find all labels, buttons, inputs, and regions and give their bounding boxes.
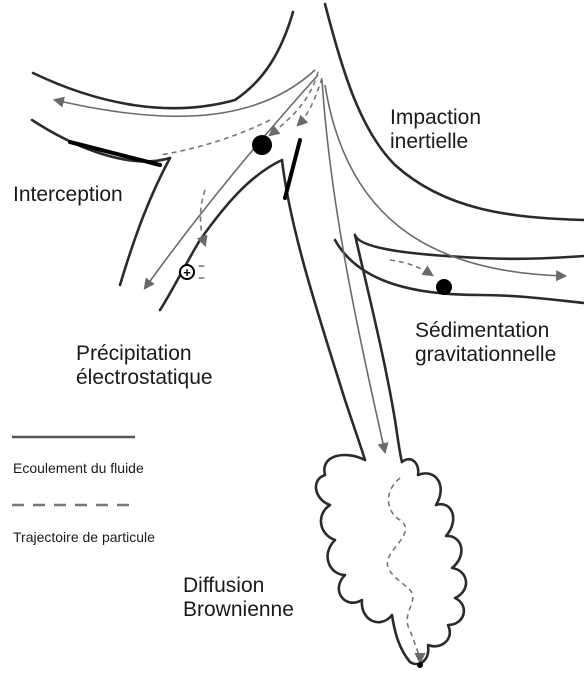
wall-upper-left	[33, 12, 293, 108]
legend-fluid-flow: Ecoulement du fluide	[13, 460, 144, 476]
precipitation-label: Précipitation électrostatique	[76, 342, 213, 390]
trajectory-brownian	[387, 478, 420, 662]
impaction-deposit-line	[285, 140, 300, 198]
impaction-line-2: inertielle	[390, 130, 481, 154]
interception-deposit-line	[70, 142, 160, 165]
diffusion-label: Diffusion Brownienne	[183, 574, 294, 622]
legend-particle-path: Trajectoire de particule	[13, 529, 155, 545]
precipitation-line-1: Précipitation	[76, 342, 213, 366]
precipitation-line-2: électrostatique	[76, 366, 213, 390]
particle-dot	[252, 135, 272, 155]
sedimentation-label: Sédimentation gravitationnelle	[415, 319, 556, 367]
wall-right-bronchus-top	[355, 235, 584, 259]
sedimentation-particle-dot	[436, 279, 452, 295]
flow-to-left-lower	[145, 75, 318, 288]
flow-trachea	[322, 80, 385, 452]
alveolus-outline	[316, 455, 466, 664]
diffusion-line-2: Brownienne	[183, 598, 294, 622]
interception-label: Interception	[13, 183, 123, 207]
charge-minus-2: −	[198, 271, 205, 285]
diffusion-line-1: Diffusion	[183, 574, 294, 598]
impaction-label: Impaction inertielle	[390, 106, 481, 154]
wall-left-bronchus-top	[32, 120, 170, 161]
flow-to-upper-left	[55, 70, 315, 116]
wall-trachea-left	[282, 160, 365, 460]
diffusion-deposit-dot	[417, 662, 423, 668]
trajectory-impaction	[270, 72, 318, 135]
impaction-line-1: Impaction	[390, 106, 481, 130]
wall-left-bronchus-outer	[120, 158, 170, 285]
sedimentation-line-1: Sédimentation	[415, 319, 556, 343]
fluid-flow-lines	[55, 70, 565, 452]
charged-particle-plus: +	[183, 265, 191, 280]
wall-right-bronchus-bottom	[335, 240, 584, 303]
sedimentation-line-2: gravitationnelle	[415, 343, 556, 367]
trajectory-sedimentation	[390, 260, 432, 275]
wall-left-bronchus-inner	[160, 160, 282, 310]
